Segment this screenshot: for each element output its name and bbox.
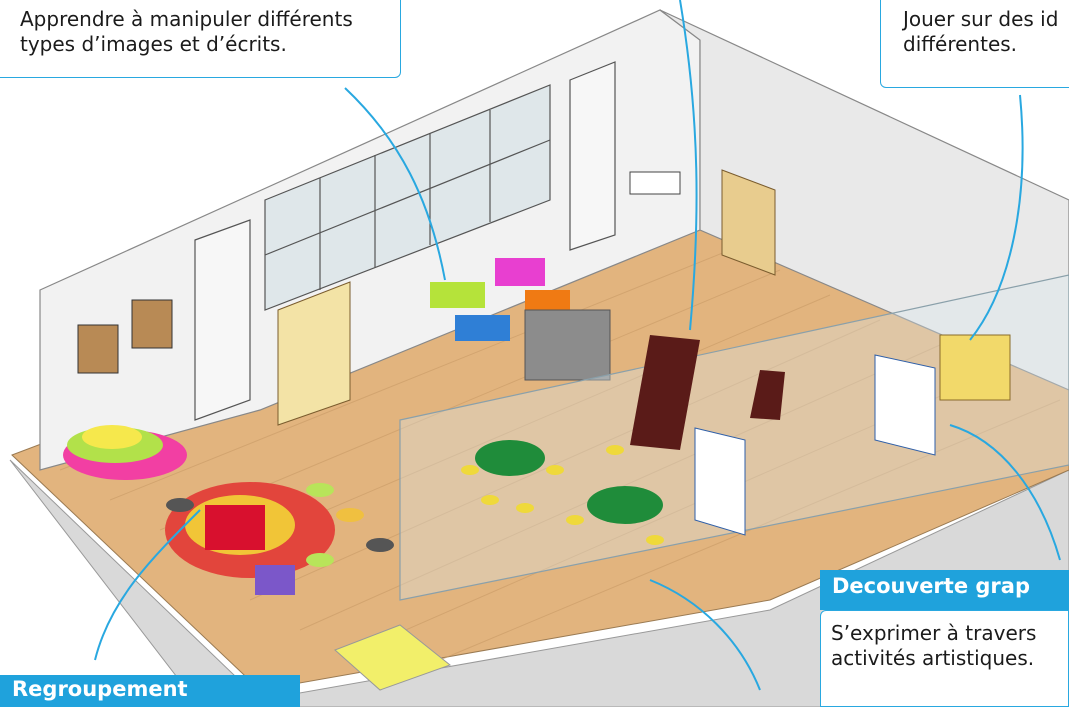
- callout-arrows: [94, 0, 1061, 691]
- callout-top-left: Apprendre à manipuler différents types d…: [0, 0, 401, 78]
- callout-top-right: Jouer sur des id différentes.: [880, 0, 1069, 88]
- windows: [264, 84, 551, 311]
- easel-2: [874, 354, 936, 456]
- sink: [629, 171, 681, 195]
- storage-trays: [524, 309, 611, 381]
- callout-bottom-right: S’exprimer à travers activités artistiqu…: [820, 610, 1069, 707]
- easel-1: [694, 427, 746, 536]
- cushion-green: [430, 282, 485, 308]
- callout-top-left-line1: Apprendre à manipuler différents: [20, 7, 353, 31]
- cushion-pink: [495, 258, 545, 286]
- stools: [461, 445, 664, 545]
- cushion-blue: [455, 315, 510, 341]
- callout-bottom-left-title: Regroupement: [0, 675, 300, 707]
- callout-top-right-line1: Jouer sur des id: [903, 7, 1059, 31]
- right-wall: [659, 9, 1069, 391]
- callout-top-right-line2: différentes.: [903, 32, 1018, 56]
- tall-cupboard: [721, 169, 776, 276]
- green-table-1: [475, 440, 545, 476]
- green-table-2: [587, 486, 663, 524]
- callout-bottom-right-line1: S’exprimer à travers: [831, 621, 1037, 645]
- door-right: [569, 61, 616, 251]
- dark-table-2: [750, 370, 785, 420]
- dark-table-1: [630, 335, 700, 450]
- corkboard-1: [77, 324, 119, 374]
- corkboard-2: [131, 299, 173, 349]
- callout-bottom-right-title: Decouverte grap: [820, 570, 1069, 610]
- stacked-mats: [255, 565, 295, 595]
- callout-bottom-right-line2: activités artistiques.: [831, 646, 1035, 670]
- yellow-floor-mat: [334, 624, 452, 691]
- door-left: [194, 219, 251, 421]
- callout-top-left-line2: types d’images et d’écrits.: [20, 32, 287, 56]
- play-kitchen: [939, 334, 1011, 401]
- cubes: [205, 505, 265, 550]
- floor-discs: [166, 483, 394, 567]
- bookshelf: [277, 281, 351, 426]
- step-platform-top: [82, 425, 142, 449]
